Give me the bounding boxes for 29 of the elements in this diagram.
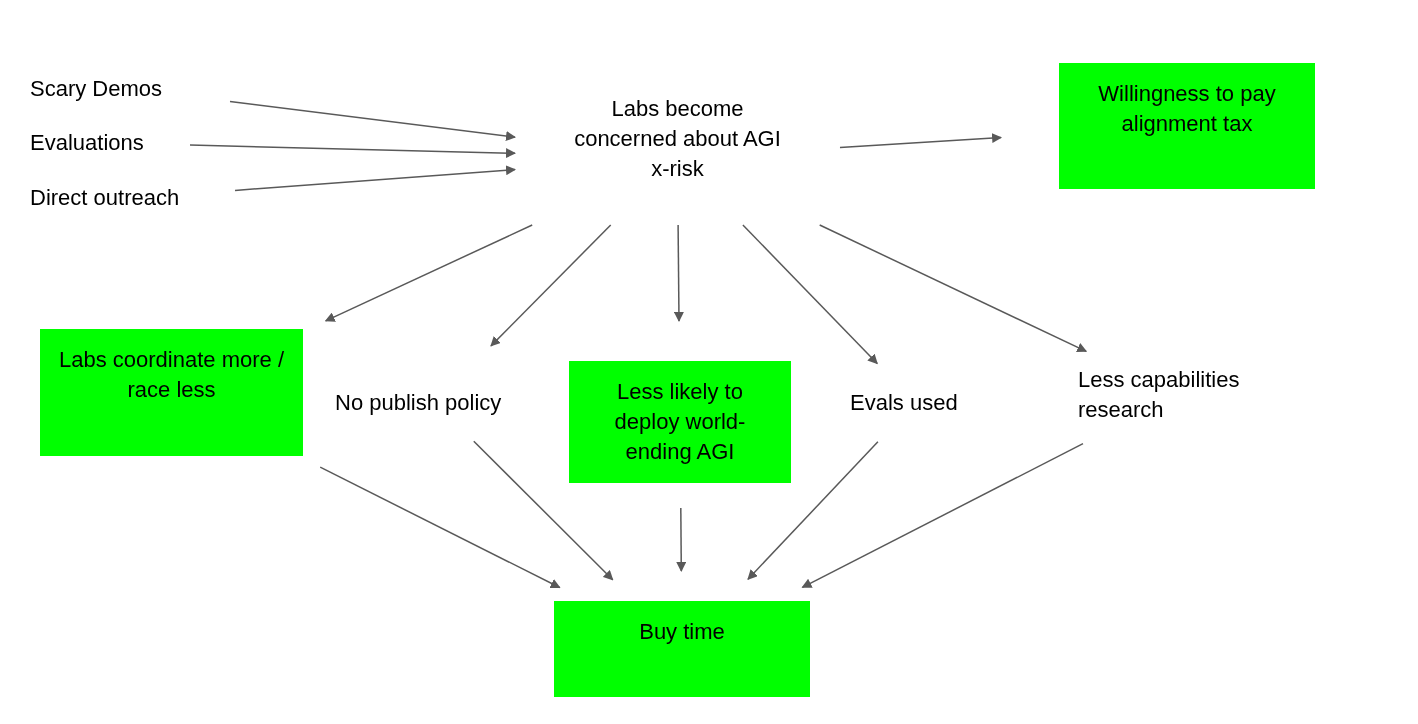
node-label: Labs become concerned about AGI x-risk bbox=[573, 95, 782, 183]
box-label: Willingness to pay alignment tax bbox=[1097, 80, 1277, 138]
arrow bbox=[234, 165, 516, 192]
arrow bbox=[473, 440, 614, 581]
arrow bbox=[324, 224, 533, 322]
box-label: Buy time bbox=[639, 618, 725, 646]
process-box bbox=[569, 361, 791, 483]
process-box bbox=[554, 601, 810, 697]
node-label: Direct outreach bbox=[30, 184, 180, 212]
arrow bbox=[673, 224, 684, 322]
arrow bbox=[801, 442, 1084, 589]
arrow bbox=[676, 507, 687, 572]
arrow bbox=[839, 133, 1003, 149]
arrow bbox=[490, 224, 612, 347]
arrow bbox=[818, 224, 1088, 353]
process-box bbox=[1059, 63, 1315, 189]
arrow bbox=[229, 100, 516, 142]
box-label: Less likely to deploy world-ending AGI bbox=[613, 378, 747, 466]
node-label: Less capabilities research bbox=[1078, 366, 1241, 424]
process-box bbox=[40, 329, 303, 456]
arrow bbox=[747, 441, 879, 580]
node-label: Evals used bbox=[850, 388, 958, 417]
arrow bbox=[742, 224, 878, 365]
node-label: Evaluations bbox=[30, 129, 144, 157]
node-label: No publish policy bbox=[335, 388, 502, 417]
node-label: Scary Demos bbox=[30, 75, 163, 103]
box-label: Labs coordinate more / race less bbox=[58, 346, 285, 404]
arrow bbox=[319, 466, 561, 589]
arrow bbox=[189, 144, 516, 159]
